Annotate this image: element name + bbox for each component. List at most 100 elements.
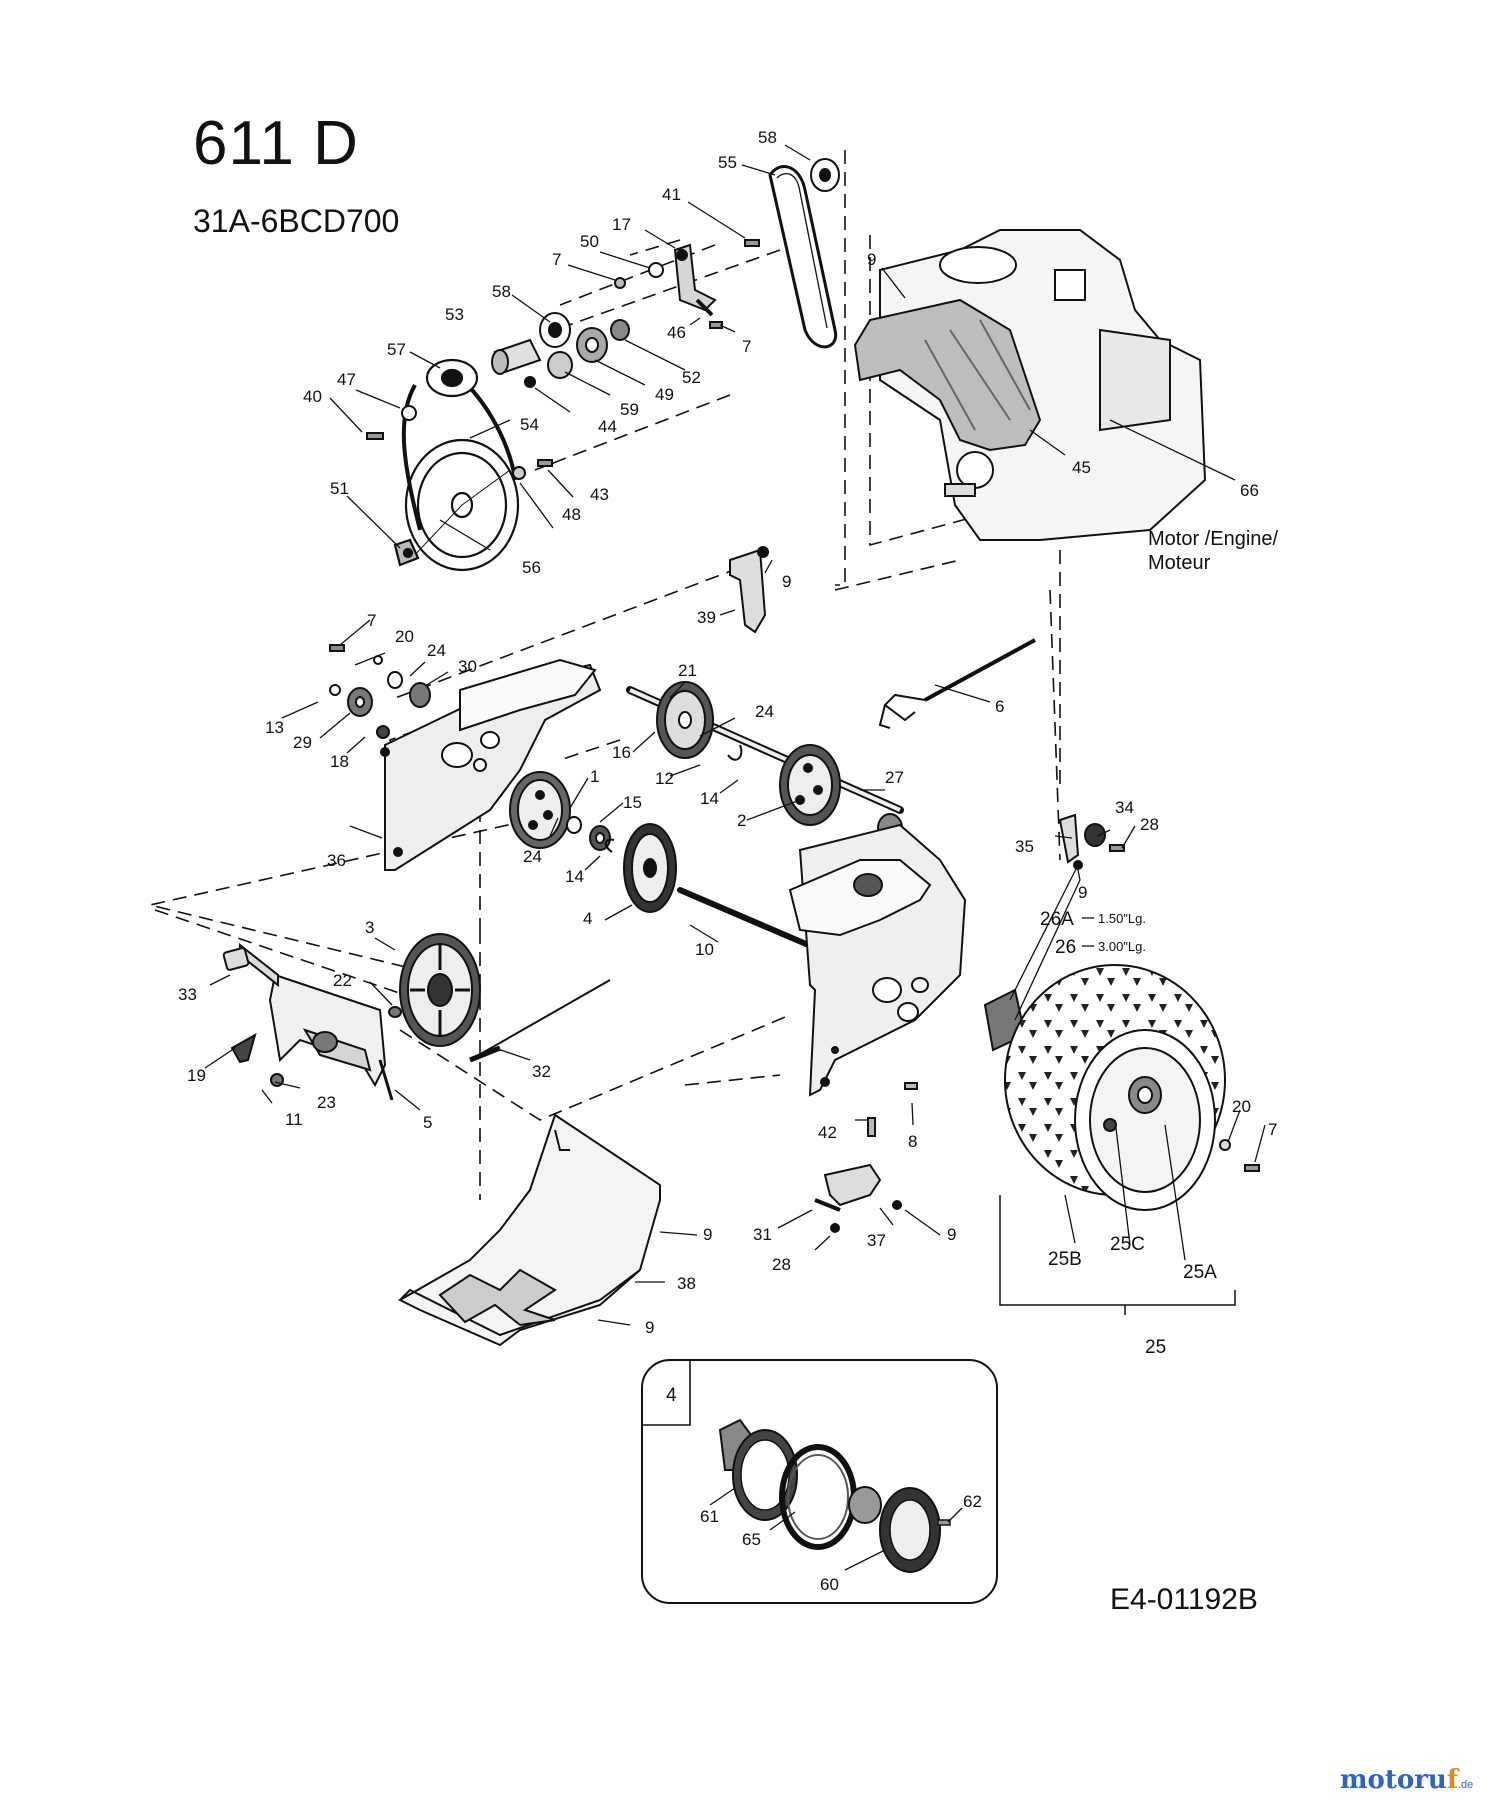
leader-lines	[204, 144, 1266, 1571]
callout-7: 7	[367, 611, 376, 630]
bracket-39	[729, 546, 769, 634]
callout-13: 13	[265, 718, 284, 737]
callout-9: 9	[782, 572, 791, 591]
callout-41: 41	[662, 185, 681, 204]
wheel-assembly-label: 25	[1145, 1337, 1166, 1358]
callout-11: 11	[285, 1110, 303, 1129]
callout-9: 9	[947, 1225, 956, 1244]
callout-36: 36	[327, 851, 346, 870]
callout-12: 12	[655, 769, 674, 788]
callout-18: 18	[330, 752, 349, 771]
sprockets-left	[329, 644, 431, 739]
frame-plate-right	[788, 823, 967, 1097]
inset-box	[641, 1359, 998, 1604]
callout-10: 10	[695, 940, 714, 959]
engine-label-line-1: Motor /Engine/	[1148, 528, 1279, 550]
bracket-35	[1058, 813, 1125, 870]
callout-14: 14	[700, 789, 719, 808]
drive-pulley	[393, 358, 520, 572]
inset-label: 4	[666, 1385, 677, 1406]
callout-9: 9	[867, 250, 876, 269]
wheel-valve-label: 25C	[1110, 1234, 1145, 1255]
callout-24: 24	[755, 702, 774, 721]
callout-24: 24	[523, 847, 542, 866]
callout-8: 8	[908, 1132, 917, 1151]
callout-43: 43	[590, 485, 609, 504]
wheel-rim-label: 25A	[1183, 1262, 1217, 1283]
callout-20: 20	[395, 627, 414, 646]
callout-17: 17	[612, 215, 631, 234]
callout-20: 20	[1232, 1097, 1251, 1116]
callout-44: 44	[598, 417, 617, 436]
callout-40: 40	[303, 387, 322, 406]
callout-16: 16	[612, 743, 631, 762]
callout-33: 33	[178, 985, 197, 1004]
callout-58: 58	[492, 282, 511, 301]
callout-65: 65	[742, 1530, 761, 1549]
diagram-code: E4-01192B	[1110, 1583, 1258, 1616]
small-hardware-top	[366, 405, 553, 480]
belt-55	[768, 165, 838, 349]
callout-45: 45	[1072, 458, 1091, 477]
wheel-assembly	[983, 964, 1260, 1211]
callout-55: 55	[718, 153, 737, 172]
callout-48: 48	[562, 505, 581, 524]
callout-30: 30	[458, 657, 477, 676]
spacer-26-length: 3.00"Lg.	[1098, 939, 1146, 954]
callout-53: 53	[445, 305, 464, 324]
callout-57: 57	[387, 340, 406, 359]
shift-rod	[878, 638, 1036, 729]
callout-60: 60	[820, 1575, 839, 1594]
engine-label-line-2: Moteur	[1148, 552, 1211, 574]
friction-wheel	[604, 823, 823, 953]
clutch-assembly	[222, 933, 611, 1101]
model-number: 31A-6BCD700	[193, 203, 400, 239]
callout-51: 51	[330, 479, 349, 498]
gear-1	[509, 771, 611, 851]
wheel-tire-label: 25B	[1048, 1249, 1082, 1270]
callout-9: 9	[645, 1318, 654, 1337]
callout-9: 9	[703, 1225, 712, 1244]
wheel-bracket	[999, 1195, 1236, 1315]
callout-49: 49	[655, 385, 674, 404]
callout-62: 62	[963, 1492, 982, 1511]
pulley-58-top	[810, 158, 840, 192]
callout-29: 29	[293, 733, 312, 752]
callout-27: 27	[885, 768, 904, 787]
spacer-26-label: 26	[1055, 937, 1076, 958]
pulley-stack	[491, 312, 630, 388]
callout-59: 59	[620, 400, 639, 419]
callout-19: 19	[187, 1066, 206, 1085]
callout-7: 7	[552, 250, 561, 269]
diagram-title: 611 D	[193, 109, 359, 178]
spec-dashes	[1082, 917, 1094, 947]
callout-7: 7	[1268, 1120, 1277, 1139]
belt-cover	[853, 298, 1042, 452]
callout-3: 3	[365, 918, 374, 937]
callout-46: 46	[667, 323, 686, 342]
logo-accent: f	[1446, 1765, 1458, 1795]
callout-61: 61	[700, 1507, 719, 1526]
callout-35: 35	[1015, 837, 1034, 856]
callout-56: 56	[522, 558, 541, 577]
engine-label: Motor /Engine/ Moteur	[1148, 527, 1278, 575]
callout-58: 58	[758, 128, 777, 147]
callout-28: 28	[772, 1255, 791, 1274]
callout-6: 6	[995, 697, 1004, 716]
spacer-26a-length: 1.50"Lg.	[1098, 911, 1146, 926]
callout-34: 34	[1115, 798, 1134, 817]
callout-1: 1	[590, 767, 599, 786]
callout-4: 4	[583, 909, 592, 928]
callout-24: 24	[427, 641, 446, 660]
callout-23: 23	[317, 1093, 336, 1112]
motoruf-logo[interactable]: motoruf.de	[1340, 1765, 1473, 1795]
assembly-lines	[149, 150, 1061, 1200]
bracket-31	[814, 1163, 902, 1233]
callout-47: 47	[337, 370, 356, 389]
callout-42: 42	[818, 1123, 837, 1142]
idler-bracket	[614, 239, 760, 329]
callout-54: 54	[520, 415, 539, 434]
callout-9: 9	[1078, 883, 1087, 902]
callout-32: 32	[532, 1062, 551, 1081]
